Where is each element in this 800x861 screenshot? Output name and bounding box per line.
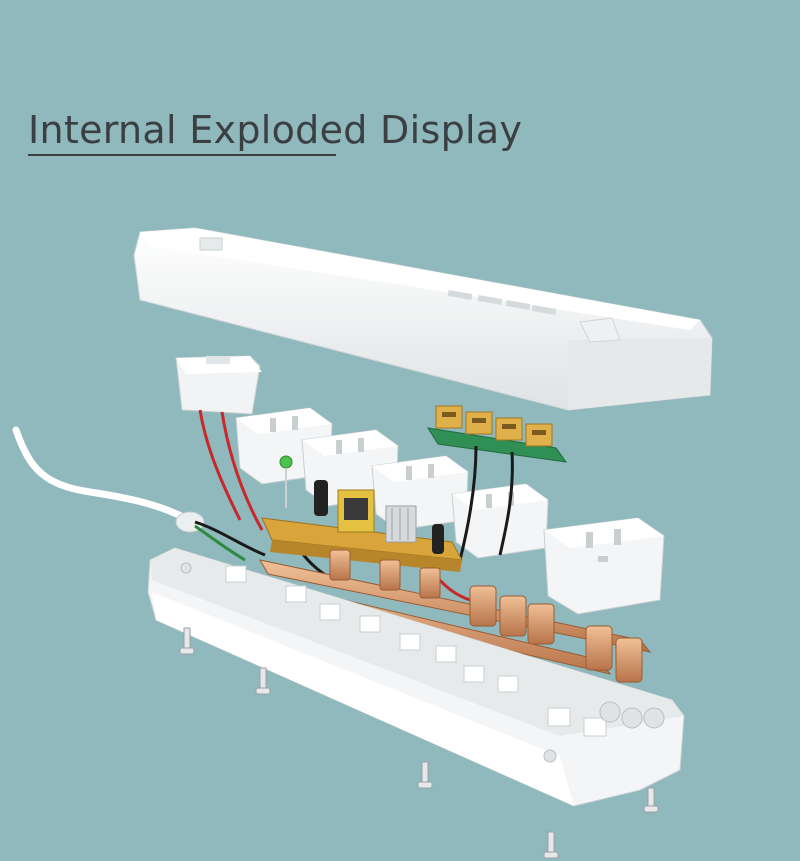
power-cord bbox=[12, 426, 189, 522]
screw-4 bbox=[643, 787, 659, 813]
screw-3 bbox=[417, 761, 433, 789]
wire-red-1 bbox=[198, 409, 242, 521]
top-cover bbox=[133, 227, 713, 411]
heatsink bbox=[385, 505, 417, 543]
power-switch bbox=[175, 355, 262, 415]
heading: Internal Exploded Display bbox=[28, 108, 523, 152]
top-usb-slots bbox=[447, 289, 557, 316]
screws bbox=[179, 627, 659, 859]
usb-board bbox=[426, 405, 568, 463]
main-pcb bbox=[261, 455, 463, 572]
screw-1 bbox=[179, 627, 195, 655]
screw-2 bbox=[255, 667, 271, 695]
wire-red-2 bbox=[220, 411, 264, 531]
outlet-module-4 bbox=[451, 483, 549, 559]
capacitor-1 bbox=[314, 480, 328, 516]
outlet-modules bbox=[235, 407, 665, 615]
heading-underline bbox=[28, 154, 336, 156]
led-indicator bbox=[279, 455, 293, 469]
capacitor-2 bbox=[432, 524, 444, 554]
screw-5 bbox=[543, 831, 559, 859]
outlet-module-5 bbox=[543, 517, 665, 615]
base-housing bbox=[147, 547, 685, 807]
